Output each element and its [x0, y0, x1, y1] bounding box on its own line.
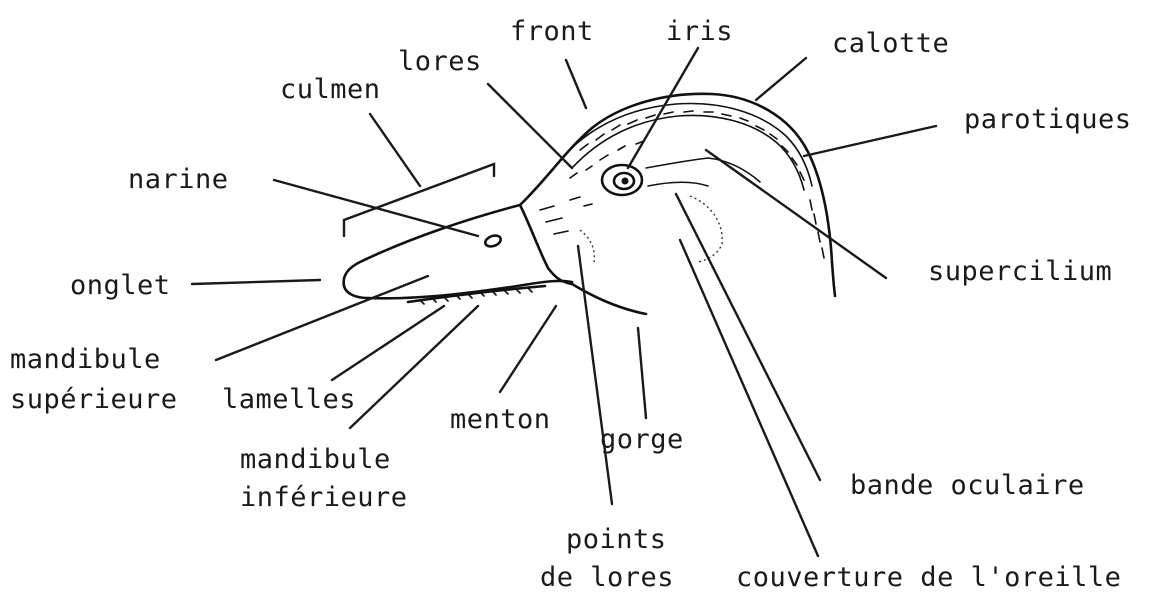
lores-hatching [540, 197, 592, 234]
bill-nail [344, 286, 368, 298]
label-mandibule-inf-1: mandibule [240, 444, 391, 475]
crown-band-inner [572, 115, 804, 190]
leader-lamelles [332, 306, 444, 380]
label-bande-oculaire: bande oculaire [850, 470, 1085, 501]
label-gorge: gorge [600, 424, 684, 455]
label-supercilium: supercilium [928, 256, 1112, 287]
culmen-bracket [344, 164, 494, 236]
leader-menton [500, 306, 556, 392]
leader-gorge [638, 328, 646, 418]
leader-bande-oculaire [676, 194, 820, 480]
leader-lines [192, 48, 936, 556]
label-mandibule-inf-2: inférieure [240, 482, 408, 513]
labels: front iris calotte lores culmen parotiqu… [10, 16, 1132, 593]
leader-front [566, 60, 586, 108]
label-culmen: culmen [280, 74, 381, 105]
label-narine: narine [128, 164, 229, 195]
label-lores: lores [398, 46, 482, 77]
leader-parotiques [804, 126, 936, 156]
leader-onglet [192, 280, 320, 284]
leader-mandibule-sup [216, 276, 428, 360]
leader-narine [274, 180, 478, 236]
lower-mandible [408, 286, 545, 302]
leader-lores [488, 84, 572, 168]
label-mandibule-sup-1: mandibule [10, 344, 161, 375]
eye-stripe [646, 158, 760, 182]
cheek-spots [580, 196, 722, 262]
leader-calotte [756, 58, 806, 100]
bill-base [520, 205, 572, 284]
label-front: front [510, 16, 594, 47]
label-menton: menton [450, 404, 551, 435]
label-lamelles: lamelles [222, 384, 356, 415]
eye-stripe-2 [648, 182, 708, 186]
label-calotte: calotte [832, 28, 949, 59]
nostril [484, 234, 502, 249]
label-iris: iris [666, 16, 733, 47]
label-onglet: onglet [70, 270, 171, 301]
label-parotiques: parotiques [964, 104, 1132, 135]
leader-culmen [370, 114, 420, 186]
eye-pupil [622, 178, 629, 185]
leader-iris [628, 48, 698, 168]
leader-points-de-lores [578, 246, 612, 504]
label-points-de-lores-2: de lores [540, 562, 674, 593]
label-couverture-oreille: couverture de l'oreille [736, 562, 1121, 593]
label-mandibule-sup-2: supérieure [10, 384, 178, 415]
label-points-de-lores-1: points [566, 524, 667, 555]
leader-couverture [680, 240, 818, 556]
